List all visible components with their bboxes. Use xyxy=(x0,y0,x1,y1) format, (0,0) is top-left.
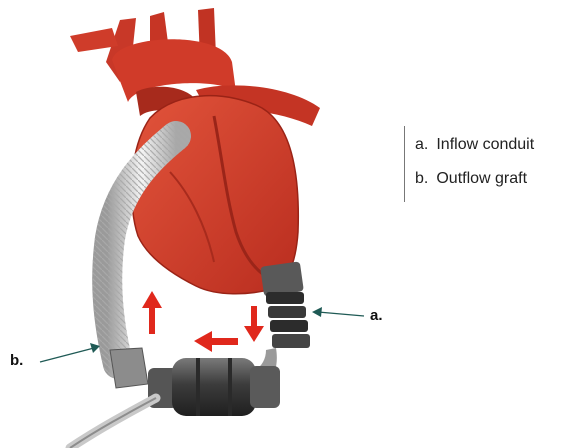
flow-arrow-up xyxy=(142,291,162,334)
legend-item-inflow: a. Inflow conduit xyxy=(415,128,534,162)
legend-text: Outflow graft xyxy=(436,170,527,187)
legend-letter: a. xyxy=(415,136,428,153)
outflow-graft-connector xyxy=(110,348,148,388)
callout-pointer-a xyxy=(312,307,364,317)
legend-text: Inflow conduit xyxy=(436,136,534,153)
legend-letter: b. xyxy=(415,170,428,187)
legend: a. Inflow conduit b. Outflow graft xyxy=(404,126,534,202)
flow-arrow-down xyxy=(244,306,264,342)
callout-label-a: a. xyxy=(370,307,383,324)
flow-arrow-left xyxy=(194,331,238,352)
legend-item-outflow: b. Outflow graft xyxy=(415,162,534,196)
callout-pointer-b xyxy=(40,343,100,362)
callout-label-b: b. xyxy=(10,352,23,369)
pump-housing xyxy=(148,358,280,416)
flow-arrows xyxy=(142,291,264,352)
